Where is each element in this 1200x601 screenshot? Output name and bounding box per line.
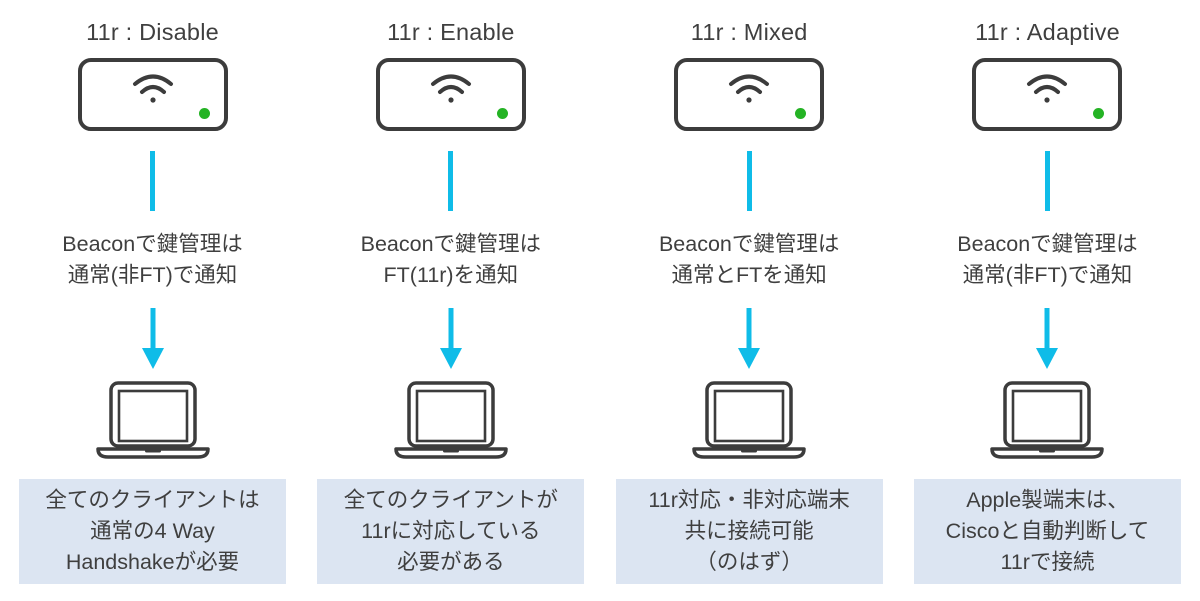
- caption-text: Beaconで鍵管理は通常(非FT)で通知: [957, 229, 1137, 291]
- result-text: 全てのクライアントは 通常の4 Way Handshakeが必要: [45, 488, 260, 574]
- diagram-column-3: 11r : Mixed Beaconで鍵管理は通常とFTを通知 11r対応・非対…: [607, 0, 892, 601]
- wifi-icon: [430, 74, 471, 103]
- result-text: 11r対応・非対応端末 共に接続可能 （のはず）: [648, 488, 850, 574]
- connector-arrow: [1030, 308, 1064, 369]
- caption-text: Beaconで鍵管理は通常(非FT)で通知: [62, 229, 242, 291]
- wifi-icon: [132, 74, 173, 103]
- result-box: 11r対応・非対応端末 共に接続可能 （のはず）: [615, 479, 883, 584]
- column-title: 11r : Enable: [387, 19, 515, 45]
- arrow-head-icon: [141, 348, 164, 369]
- caption-line-2: FT(11r)を通知: [383, 263, 519, 287]
- caption-line-1: Beaconで鍵管理は: [360, 232, 542, 256]
- access-point-icon: [375, 58, 526, 131]
- column-title: 11r : Adaptive: [975, 19, 1120, 45]
- caption-line-1: Beaconで鍵管理は: [62, 232, 243, 256]
- access-point-body: [375, 58, 526, 131]
- diagram-column-1: 11r : Disable Beaconで鍵管理は通常(非FT)で通知 全てのク…: [10, 0, 295, 601]
- arrow-shaft: [448, 308, 454, 352]
- result-box: 全てのクライアントが 11rに対応している 必要がある: [317, 479, 585, 584]
- wifi-icon: [729, 74, 770, 103]
- connector-line: [1044, 151, 1050, 211]
- connector-arrow: [434, 308, 468, 369]
- column-title: 11r : Disable: [86, 19, 219, 45]
- caption-line-2: 通常(非FT)で通知: [962, 263, 1133, 287]
- laptop-icon: [692, 381, 806, 459]
- caption-line-1: Beaconで鍵管理は: [658, 232, 840, 256]
- connector-line: [150, 151, 155, 211]
- connector-line: [746, 151, 752, 211]
- result-text: Apple製端末は、 Ciscoと自動判断して 11rで接続: [945, 488, 1150, 574]
- connector-arrow: [136, 308, 170, 369]
- caption-line-2: 通常とFTを通知: [671, 263, 827, 287]
- arrow-head-icon: [439, 348, 462, 369]
- diagram-column-2: 11r : Enable Beaconで鍵管理は FT(11r)を通知 全てのクラ…: [308, 0, 593, 601]
- access-point-body: [77, 58, 228, 131]
- status-led-icon: [496, 108, 508, 119]
- access-point-icon: [77, 58, 228, 131]
- arrow-shaft: [1044, 308, 1050, 352]
- connector-line: [448, 151, 454, 211]
- access-point-icon: [972, 58, 1123, 131]
- arrow-head-icon: [738, 348, 761, 369]
- laptop-icon: [990, 381, 1105, 459]
- laptop-icon: [95, 381, 210, 459]
- access-point-icon: [674, 58, 825, 131]
- diagram-column-4: 11r : Adaptive Beaconで鍵管理は通常(非FT)で通知 App…: [905, 0, 1190, 601]
- result-text: 全てのクライアントが 11rに対応している 必要がある: [343, 488, 558, 574]
- column-title: 11r : Mixed: [690, 19, 808, 45]
- status-led-icon: [1093, 108, 1105, 119]
- connector-arrow: [732, 308, 766, 369]
- status-led-icon: [795, 108, 807, 119]
- caption-text: Beaconで鍵管理は通常とFTを通知: [659, 229, 839, 291]
- arrow-head-icon: [1036, 348, 1059, 369]
- arrow-shaft: [746, 308, 752, 352]
- result-box: 全てのクライアントは 通常の4 Way Handshakeが必要: [19, 479, 286, 584]
- caption-line-2: 通常(非FT)で通知: [67, 263, 238, 287]
- caption-text: Beaconで鍵管理は FT(11r)を通知: [361, 229, 541, 291]
- arrow-shaft: [150, 308, 155, 352]
- laptop-icon: [394, 381, 508, 459]
- status-led-icon: [198, 108, 210, 119]
- caption-line-1: Beaconで鍵管理は: [957, 232, 1138, 256]
- wifi-icon: [1027, 74, 1068, 103]
- result-box: Apple製端末は、 Ciscoと自動判断して 11rで接続: [913, 479, 1181, 584]
